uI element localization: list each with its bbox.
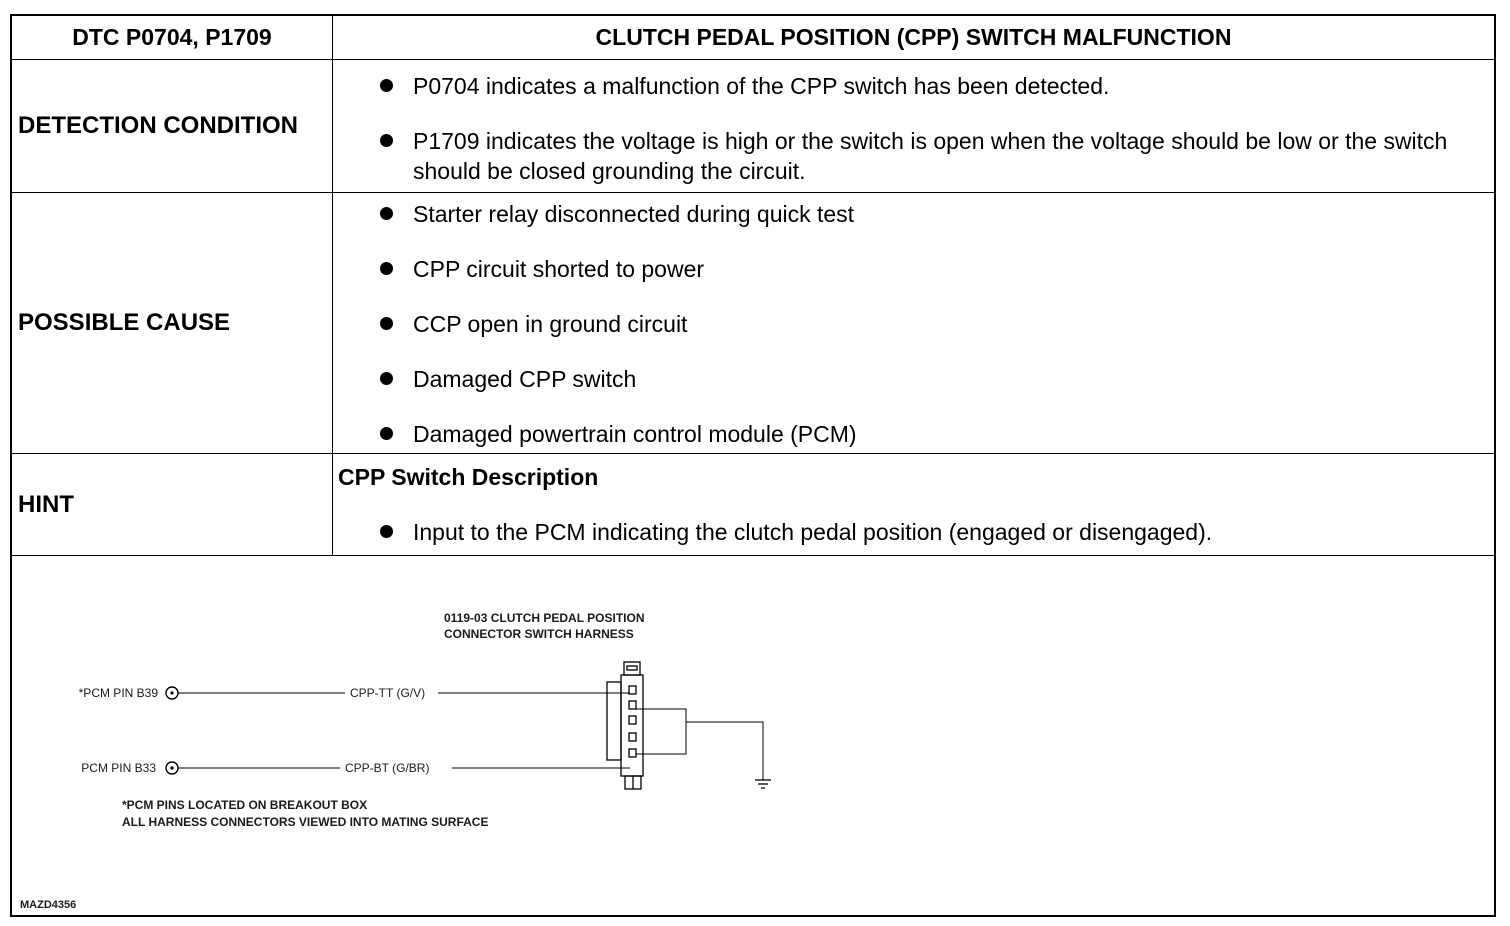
list-item: Damaged CPP switch bbox=[380, 364, 1494, 394]
list-item: Starter relay disconnected during quick … bbox=[380, 199, 1494, 229]
pin1-terminal-dot bbox=[170, 691, 174, 695]
list-item: P0704 indicates a malfunction of the CPP… bbox=[380, 71, 1494, 101]
hint-list: Input to the PCM indicating the clutch p… bbox=[333, 517, 1494, 547]
list-item: Damaged powertrain control module (PCM) bbox=[380, 419, 1494, 449]
figure-id: MAZD4356 bbox=[20, 899, 76, 911]
dtc-title: CLUTCH PEDAL POSITION (CPP) SWITCH MALFU… bbox=[332, 16, 1494, 60]
connector-title-2: CONNECTOR SWITCH HARNESS bbox=[444, 627, 634, 641]
wiring-diagram: 0119-03 CLUTCH PEDAL POSITION CONNECTOR … bbox=[20, 611, 771, 911]
note-2: ALL HARNESS CONNECTORS VIEWED INTO MATIN… bbox=[122, 815, 488, 829]
dtc-table: DTC P0704, P1709 CLUTCH PEDAL POSITION (… bbox=[12, 16, 1494, 556]
note-1: *PCM PINS LOCATED ON BREAKOUT BOX bbox=[122, 798, 367, 812]
list-item: P1709 indicates the voltage is high or t… bbox=[380, 126, 1494, 186]
hint-row: HINT CPP Switch Description Input to the… bbox=[12, 453, 1494, 556]
list-item: CPP circuit shorted to power bbox=[380, 254, 1494, 284]
header-row: DTC P0704, P1709 CLUTCH PEDAL POSITION (… bbox=[12, 16, 1494, 60]
dtc-code: DTC P0704, P1709 bbox=[12, 16, 333, 60]
hint-content: CPP Switch Description Input to the PCM … bbox=[332, 453, 1494, 556]
switch-wiring bbox=[636, 708, 764, 780]
possible-cause-content: Starter relay disconnected during quick … bbox=[332, 192, 1494, 454]
detection-content: P0704 indicates a malfunction of the CPP… bbox=[332, 59, 1494, 193]
hint-label: HINT bbox=[12, 453, 333, 556]
detection-label: DETECTION CONDITION bbox=[12, 59, 333, 193]
pin2-terminal-dot bbox=[170, 766, 174, 770]
possible-cause-row: POSSIBLE CAUSE Starter relay disconnecte… bbox=[12, 192, 1494, 454]
detection-list: P0704 indicates a malfunction of the CPP… bbox=[333, 71, 1494, 186]
connector-icon bbox=[606, 661, 644, 790]
list-item: CCP open in ground circuit bbox=[380, 309, 1494, 339]
possible-cause-list: Starter relay disconnected during quick … bbox=[333, 199, 1494, 449]
hint-title: CPP Switch Description bbox=[338, 464, 599, 490]
dtc-sheet: DTC P0704, P1709 CLUTCH PEDAL POSITION (… bbox=[10, 14, 1496, 917]
wire1-label: CPP-TT (G/V) bbox=[350, 686, 425, 700]
detection-row: DETECTION CONDITION P0704 indicates a ma… bbox=[12, 59, 1494, 193]
ground-icon bbox=[755, 779, 771, 789]
connector-title-1: 0119-03 CLUTCH PEDAL POSITION bbox=[444, 611, 645, 625]
possible-cause-label: POSSIBLE CAUSE bbox=[12, 192, 333, 454]
pin1-label: *PCM PIN B39 bbox=[79, 686, 159, 700]
wire2-label: CPP-BT (G/BR) bbox=[345, 761, 429, 775]
list-item: Input to the PCM indicating the clutch p… bbox=[380, 517, 1494, 547]
pin2-label: PCM PIN B33 bbox=[81, 761, 156, 775]
